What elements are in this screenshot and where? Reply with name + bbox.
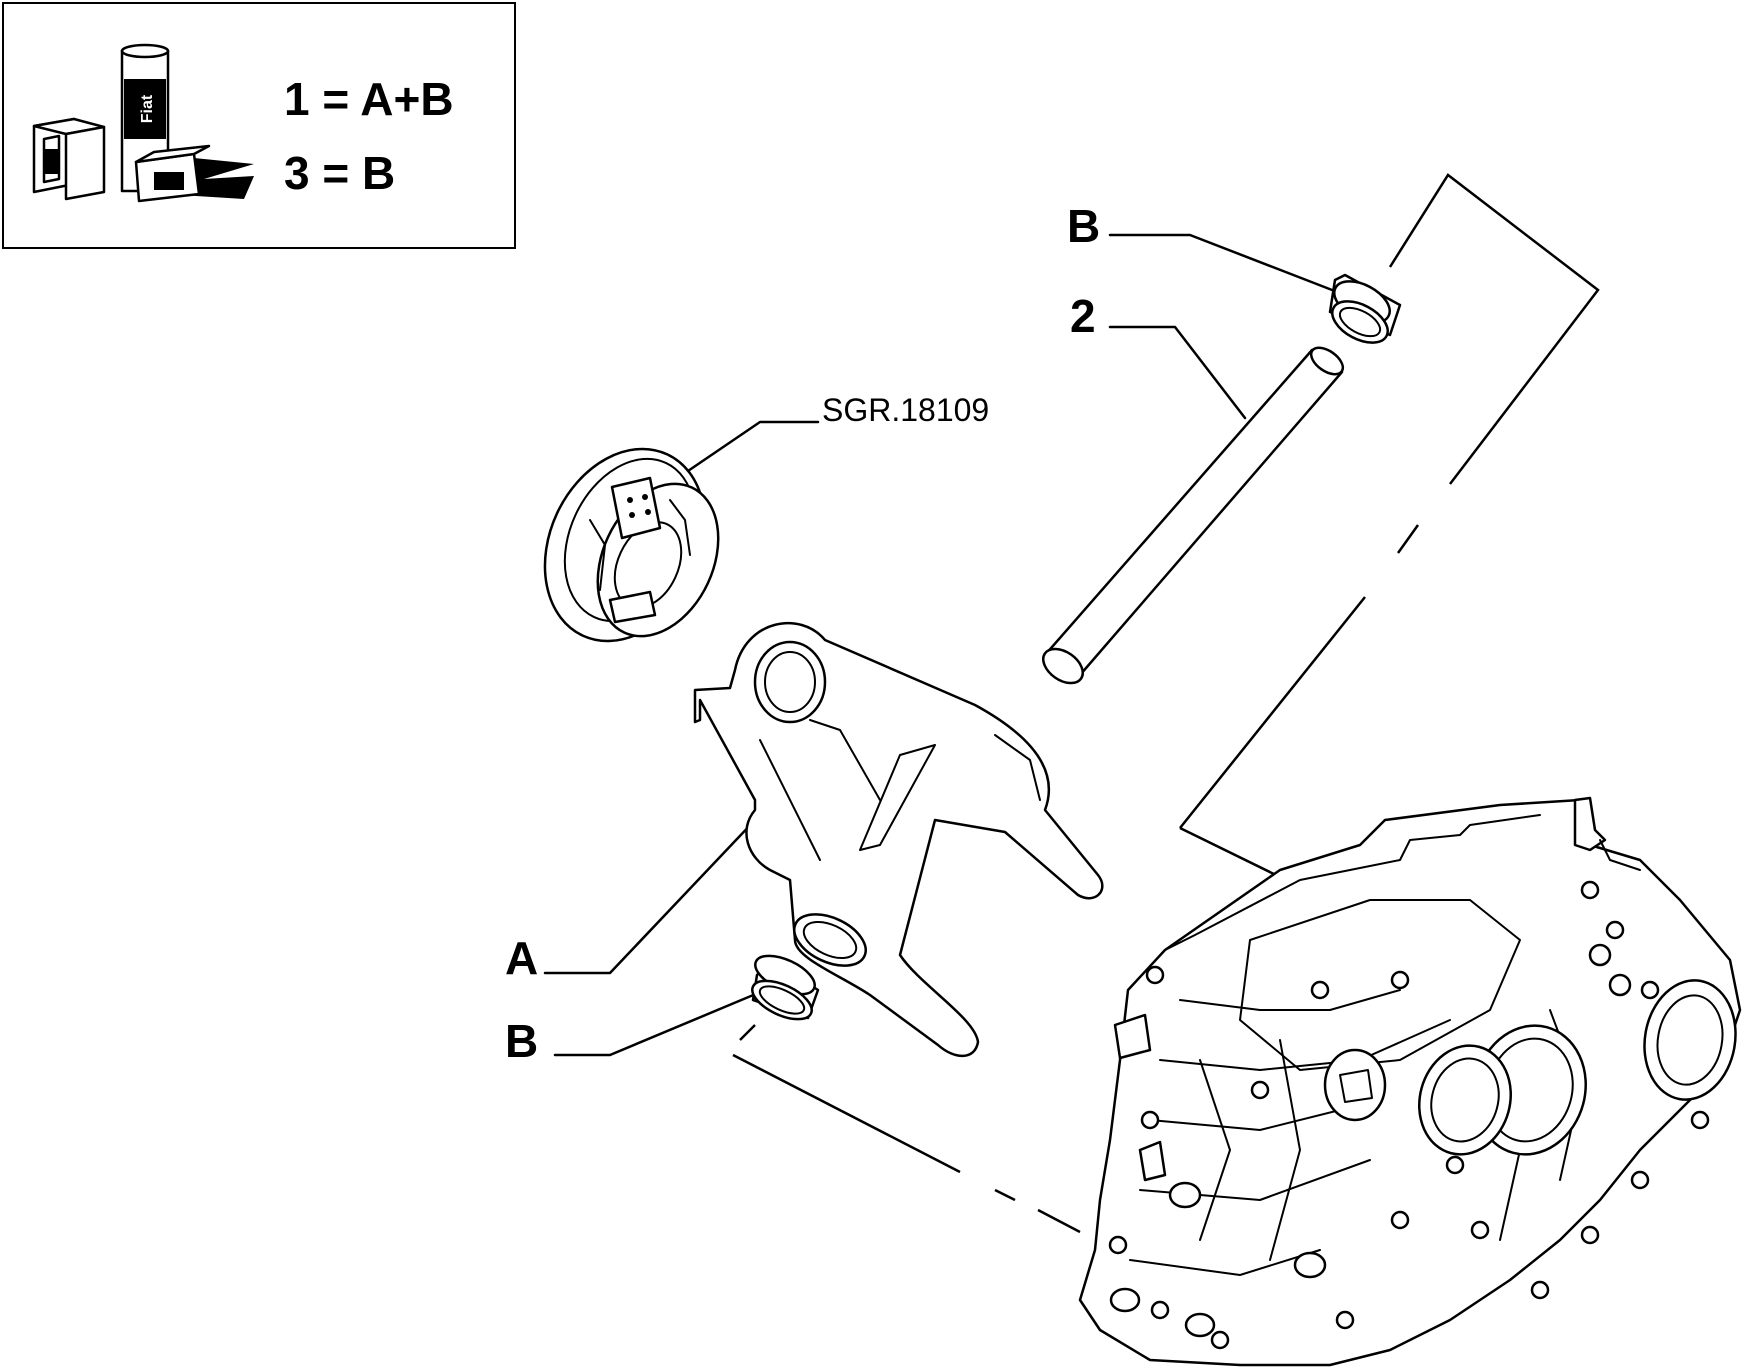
leader-two [1108, 325, 1247, 420]
gearbox-housing [1078, 796, 1742, 1367]
release-bearing [543, 447, 720, 643]
legend-line-2: 3 = B [284, 147, 396, 199]
bushing-b-bottom [751, 954, 820, 1021]
callout-b-bottom: B [505, 1015, 539, 1067]
callout-b-top: B [1067, 200, 1101, 252]
bushing-b-top [1328, 273, 1402, 344]
leader-b-top [1108, 233, 1347, 297]
brand-mark: Fiat [139, 94, 156, 123]
clutch-fork-a [693, 621, 1104, 1058]
assembly-axis-upper [1179, 173, 1600, 878]
callout-two: 2 [1070, 290, 1096, 342]
shaft-two [1042, 346, 1345, 685]
reference-code: SGR.18109 [822, 392, 990, 428]
leader-ref [658, 420, 820, 492]
assembly-axis-lower [732, 1024, 1081, 1234]
legend-line-1: 1 = A+B [284, 73, 454, 125]
leader-b-bottom [553, 986, 772, 1057]
callout-a: A [505, 932, 539, 984]
lubricant-legend: Fiat 1 = A+B 3 = B [2, 2, 516, 249]
lubricant-products-icon: Fiat [32, 43, 254, 203]
leader-a [543, 818, 757, 975]
